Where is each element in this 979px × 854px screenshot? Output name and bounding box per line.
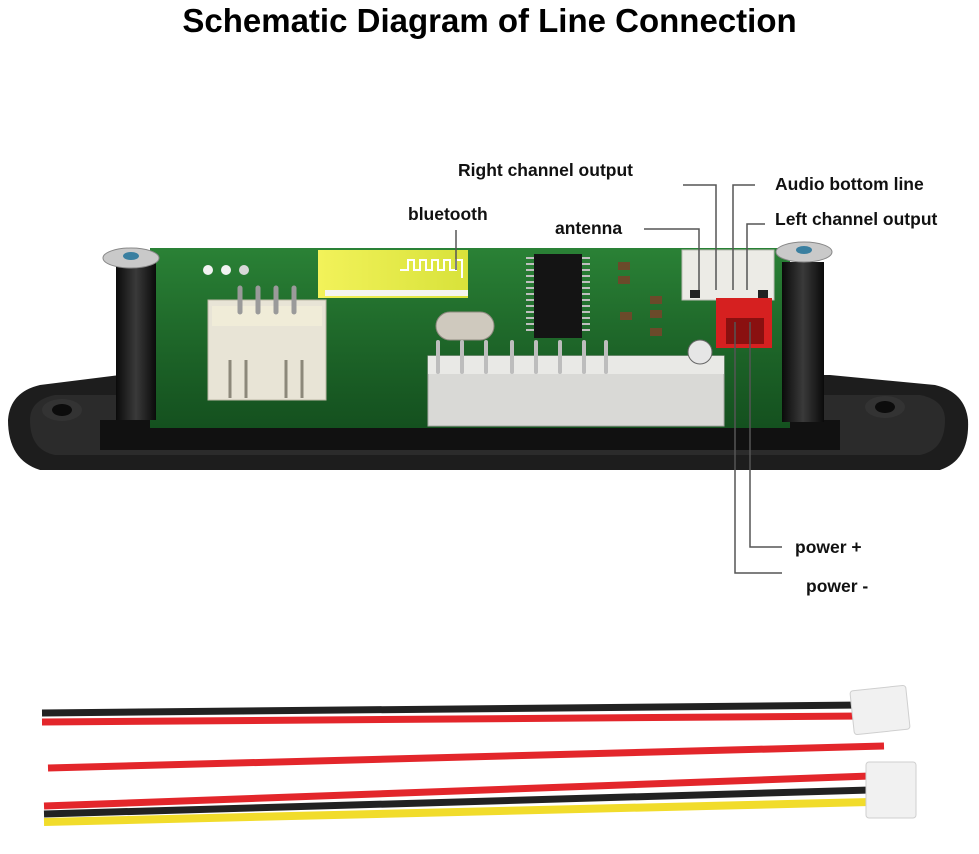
label-right-channel-output: Right channel output — [458, 160, 633, 180]
mounting-post-left — [102, 247, 160, 420]
label-bluetooth: bluetooth — [408, 204, 488, 224]
cable-2pin-power — [41, 684, 911, 736]
pin-header — [203, 265, 249, 275]
audio-connector-4pin — [681, 249, 775, 301]
leader-line-right-channel — [683, 184, 717, 290]
capacitor — [687, 339, 713, 365]
label-power-minus: power - — [806, 576, 869, 596]
leader-line-power-plus — [749, 322, 782, 548]
main-ic-chip — [526, 254, 662, 338]
usb-port — [207, 285, 327, 401]
diagram-title: Schematic Diagram of Line Connection — [182, 2, 797, 39]
leader-lines — [455, 184, 782, 574]
leader-line-power-minus — [734, 322, 782, 574]
label-power-plus: power + — [795, 537, 862, 557]
label-audio-bottom-line: Audio bottom line — [775, 174, 924, 194]
crystal-oscillator — [435, 311, 495, 341]
leader-line-audio-bottom — [732, 184, 755, 290]
label-left-channel-output: Left channel output — [775, 209, 938, 229]
mounting-post-right — [775, 241, 833, 422]
cable-3pin-audio — [43, 761, 917, 826]
label-antenna: antenna — [555, 218, 623, 238]
bluetooth-module — [318, 250, 468, 298]
ribbon-connector — [427, 340, 725, 427]
leader-line-antenna — [644, 228, 700, 290]
cable-single-red — [47, 742, 885, 772]
leader-line-left-channel — [746, 223, 765, 290]
power-connector-red — [716, 298, 772, 348]
